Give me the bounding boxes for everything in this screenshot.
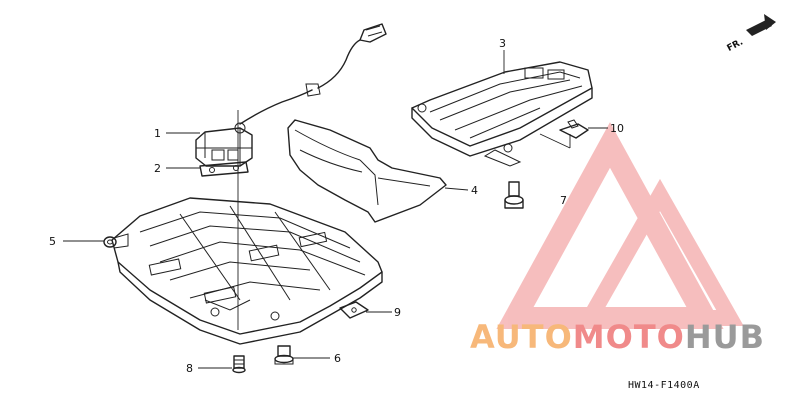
- part-5-pivot-collar: [103, 233, 129, 249]
- brand-part-moto: MOTO: [572, 318, 685, 356]
- callout-3: 3: [499, 37, 506, 50]
- front-direction-indicator: FR.: [726, 14, 776, 54]
- part-6-flange-bolt: [274, 345, 294, 365]
- callout-numbers: 1 2 3 4 5 6 7 8 9 10: [49, 37, 624, 375]
- callout-1: 1: [154, 127, 161, 140]
- part-10-clip: [559, 119, 589, 139]
- part-3-rail-bracket: [411, 61, 593, 167]
- callout-5: 5: [49, 235, 56, 248]
- part-9-plate-nut: [339, 301, 369, 319]
- watermark-logo: [496, 122, 744, 329]
- brand-part-hub: HUB: [684, 318, 766, 356]
- diagram-code: HW14-F1400A: [628, 380, 700, 391]
- callout-8: 8: [186, 362, 193, 375]
- watermark-brand: AUTOMOTOHUB: [470, 318, 765, 356]
- part-7-bolt: [504, 181, 524, 209]
- part-2-bracket-plate: [199, 161, 249, 177]
- brand-part-auto: AUTO: [470, 318, 573, 356]
- callout-10: 10: [610, 122, 624, 135]
- callout-7: 7: [560, 194, 567, 207]
- direction-label: FR.: [726, 37, 745, 54]
- callout-4: 4: [471, 184, 478, 197]
- part-4-shield-cover: [287, 119, 447, 223]
- part-1-sensor-with-wire: [195, 23, 387, 167]
- leader-lines: [63, 50, 608, 369]
- callout-9: 9: [394, 306, 401, 319]
- main-skid-plate: [111, 197, 383, 345]
- callout-6: 6: [334, 352, 341, 365]
- callout-2: 2: [154, 162, 161, 175]
- part-8-screw: [232, 355, 246, 374]
